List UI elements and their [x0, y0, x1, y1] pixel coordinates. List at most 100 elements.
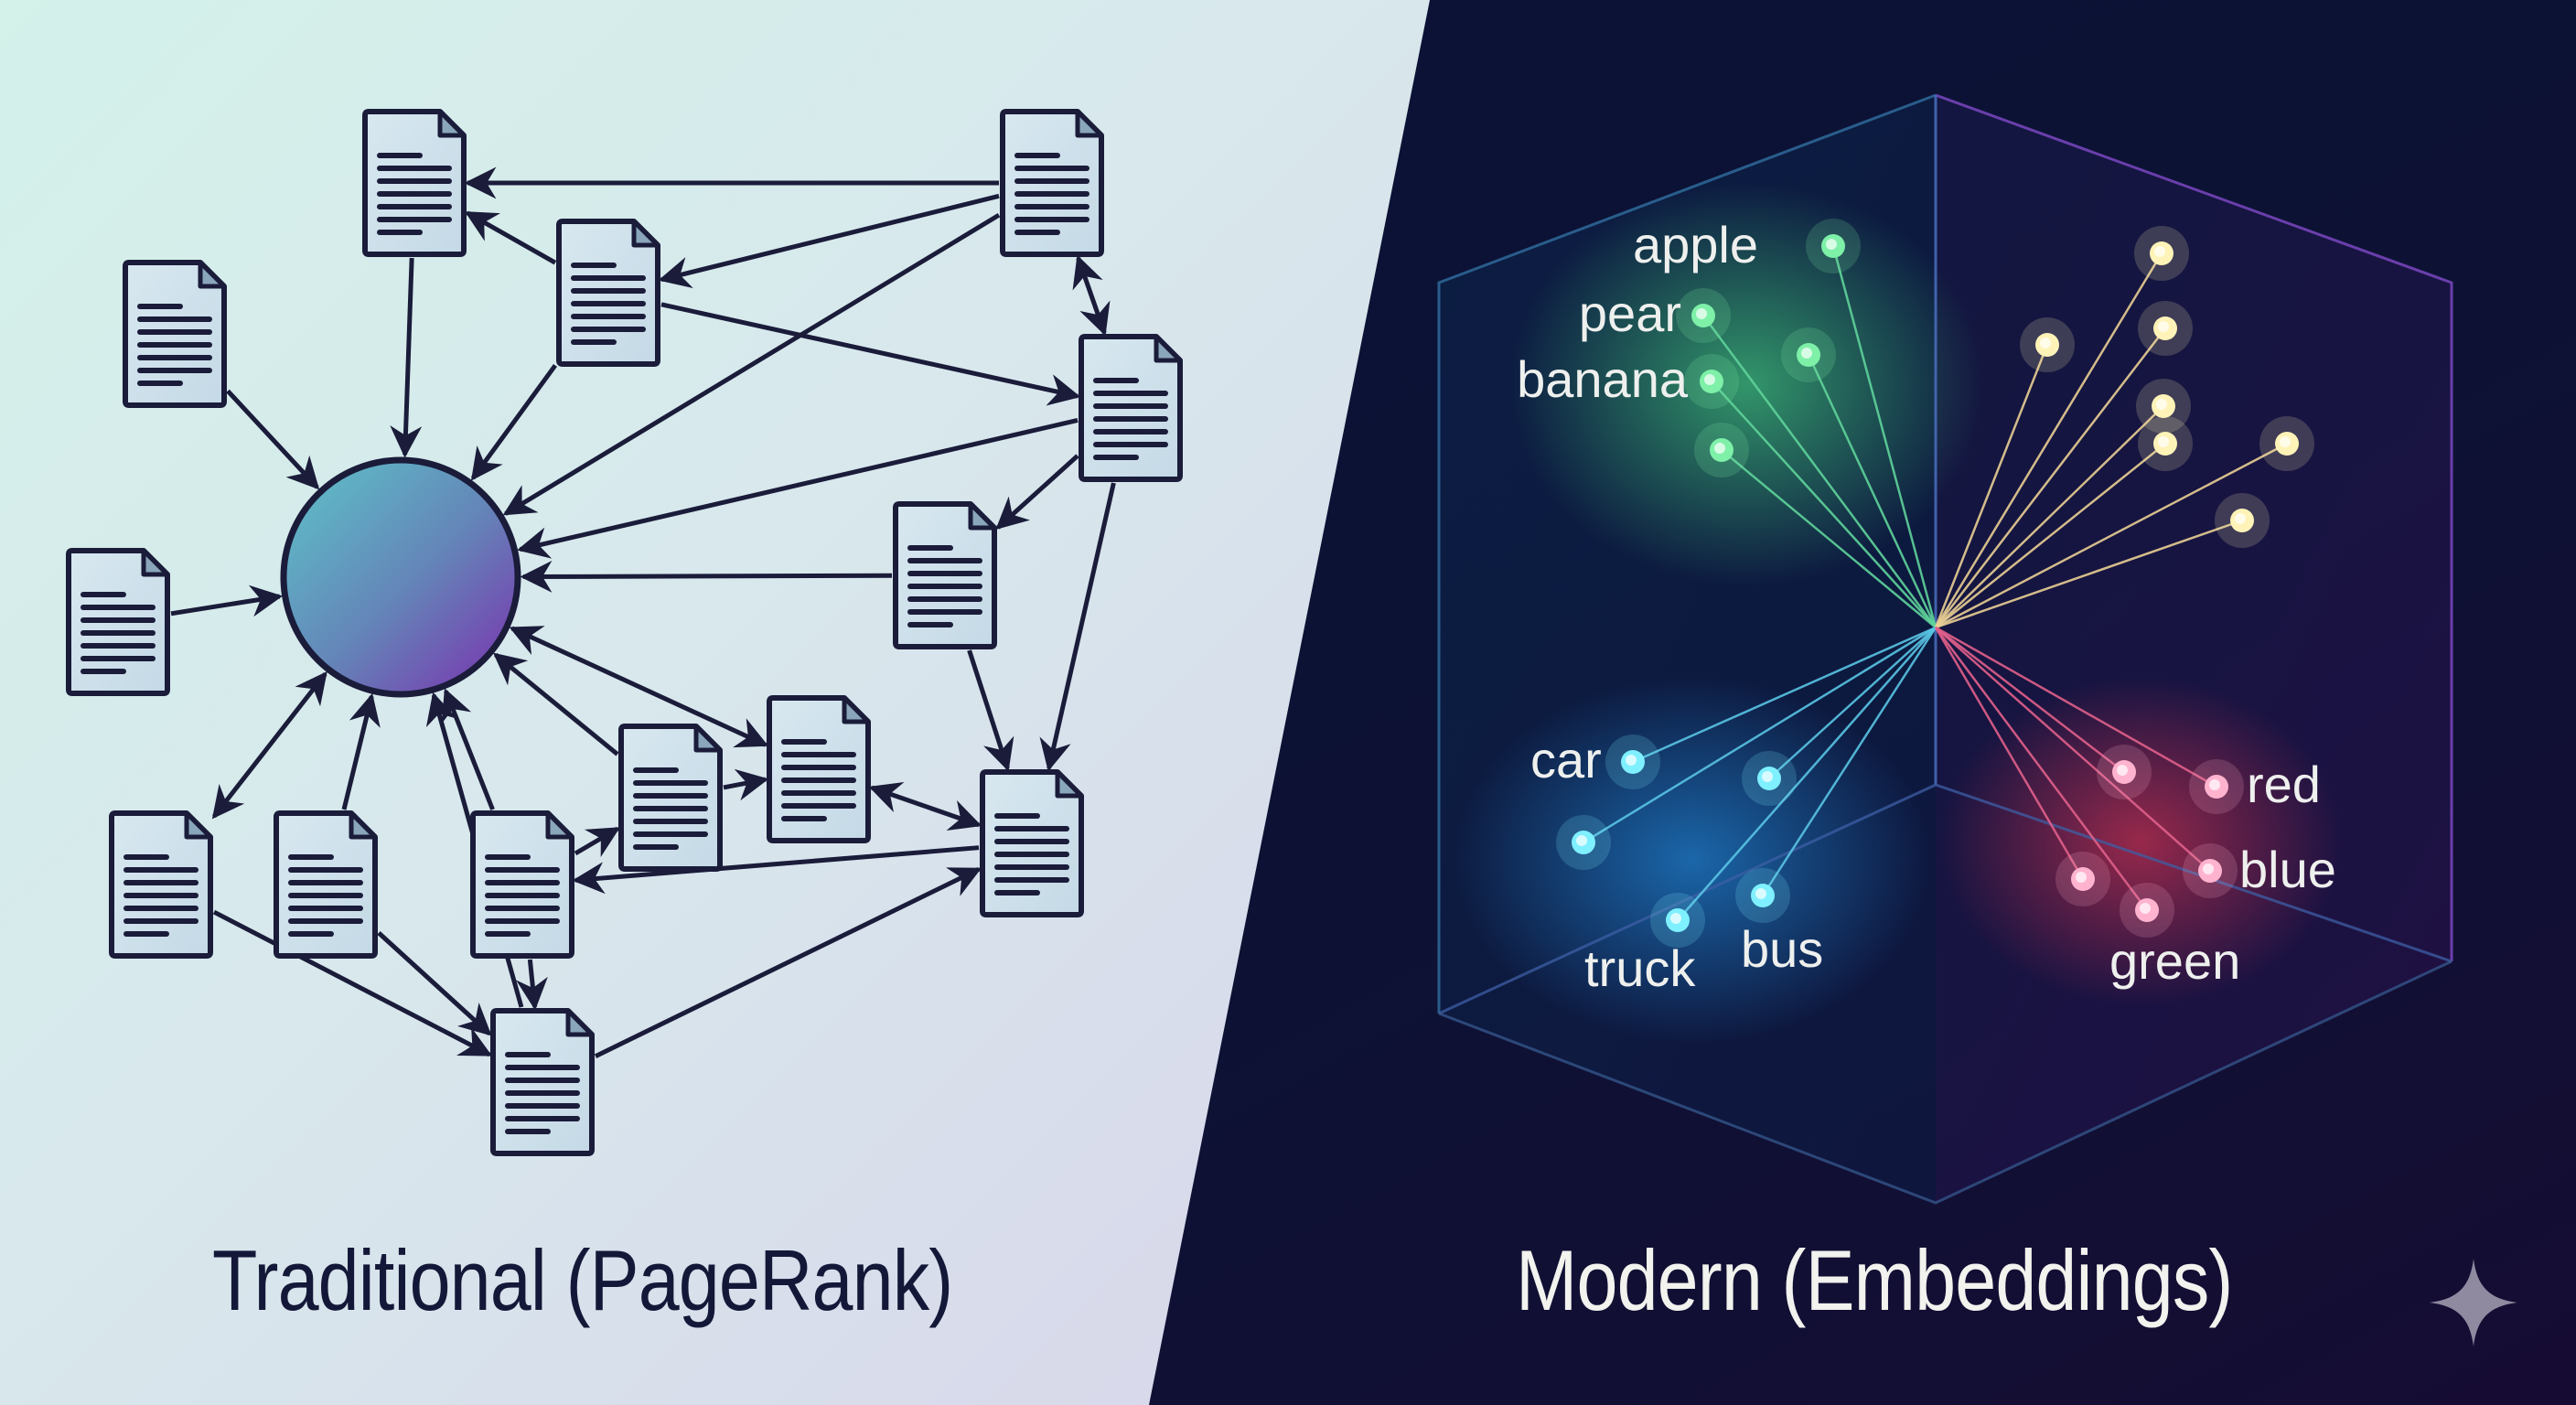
point-highlight [2158, 321, 2169, 332]
page-fold [437, 109, 467, 138]
cube-edge-top-left [1437, 93, 1937, 1014]
embedding-ray [1632, 626, 1937, 764]
link-arrow [502, 212, 1001, 516]
point-highlight [1670, 913, 1681, 924]
embedding-ray [1935, 442, 2288, 629]
link-arrow [390, 257, 423, 458]
sparkle-icon [2430, 1259, 2517, 1346]
point-highlight [2158, 436, 2169, 447]
point-highlight [2154, 246, 2165, 257]
link-arrow [574, 826, 621, 858]
point-highlight [1762, 771, 1773, 782]
embedding-label: bus [1741, 920, 1823, 978]
embedding-ray [1934, 627, 2149, 911]
embedding-label: blue [2239, 841, 2336, 898]
document-node [490, 1008, 595, 1156]
link-arrow [1039, 482, 1116, 772]
embedding-ray [1934, 627, 2085, 880]
embedding-points [1556, 219, 2314, 948]
cube-edge-bottom [1438, 960, 2453, 1205]
document-node [1000, 109, 1104, 257]
point-highlight [2156, 399, 2167, 410]
embedding-ray [1701, 315, 1937, 628]
link-arrow [470, 363, 558, 481]
page-fold [968, 501, 997, 531]
page-fold [842, 695, 871, 724]
link-arrow [520, 560, 893, 593]
embedding-ray [1583, 626, 1937, 844]
cube-edge-inner-floor [1438, 783, 2453, 1015]
point-highlight [1576, 835, 1587, 846]
embedding-label: red [2247, 756, 2321, 813]
page-fold [198, 260, 227, 289]
cube-edges [1437, 93, 2453, 1205]
document-node [767, 695, 871, 843]
embedding-label: pear [1579, 284, 1681, 342]
link-arrow [660, 302, 1081, 406]
embedding-ray [1934, 252, 2163, 628]
link-arrow [509, 626, 769, 748]
embedding-ray [1935, 627, 2211, 872]
point-highlight [1801, 348, 1812, 359]
link-arrow [170, 585, 284, 617]
embedding-ray [1768, 627, 1937, 779]
document-node [109, 810, 213, 959]
page-fold [349, 810, 378, 840]
embedding-ray [1935, 405, 2164, 628]
embedding-ray [1711, 381, 1937, 628]
point-highlight [2040, 338, 2051, 349]
link-arrow [212, 909, 493, 1057]
traditional-title: Traditional (PageRank) [212, 1232, 953, 1328]
link-arrow [464, 210, 557, 265]
embedding-ray [1831, 245, 1937, 628]
document-node [274, 810, 378, 959]
link-arrow [341, 692, 381, 810]
embedding-label: truck [1584, 939, 1696, 997]
document-node [123, 260, 227, 408]
point-highlight [2203, 863, 2214, 874]
point-highlight [2117, 765, 2128, 776]
link-edges [170, 166, 1116, 1058]
link-arrow [211, 670, 327, 820]
document-node [618, 724, 723, 872]
page-fold [631, 219, 660, 248]
link-arrow [493, 652, 619, 756]
link-arrow [658, 193, 1000, 289]
link-arrow [1072, 254, 1111, 337]
embedding-ray [1935, 627, 2125, 773]
embedding-label: apple [1633, 216, 1758, 273]
link-arrow [572, 845, 980, 895]
link-arrow [995, 454, 1079, 531]
page-fold [1075, 109, 1104, 138]
red-cluster-glow [1939, 677, 2342, 1006]
embedding-rays [1583, 245, 2288, 921]
green-cluster-glow [1509, 183, 1985, 585]
document-node [66, 548, 170, 696]
embedding-ray [1761, 627, 1937, 896]
document-node [362, 109, 467, 257]
link-arrow [516, 959, 548, 1011]
point-highlight [2076, 872, 2087, 883]
point-highlight [1704, 374, 1715, 385]
link-arrow [594, 867, 982, 1058]
document-nodes [66, 109, 1183, 1156]
point-highlight [2209, 779, 2220, 790]
link-arrow [868, 781, 982, 831]
cube-edge-top-right [1935, 93, 2453, 961]
page-fold [545, 810, 574, 840]
hub-page-node [280, 456, 521, 698]
page-fold [184, 810, 213, 840]
document-node [893, 501, 997, 649]
point-highlight [1755, 888, 1766, 899]
embedding-ray [1935, 327, 2166, 628]
point-highlight [2140, 903, 2151, 914]
page-fold [693, 724, 723, 753]
link-arrow [377, 931, 492, 1036]
point-highlight [1714, 443, 1725, 454]
point-highlight [1696, 308, 1707, 319]
page-fold [141, 548, 170, 577]
modern-title: Modern (Embeddings) [1516, 1232, 2233, 1328]
page-fold [565, 1008, 595, 1037]
